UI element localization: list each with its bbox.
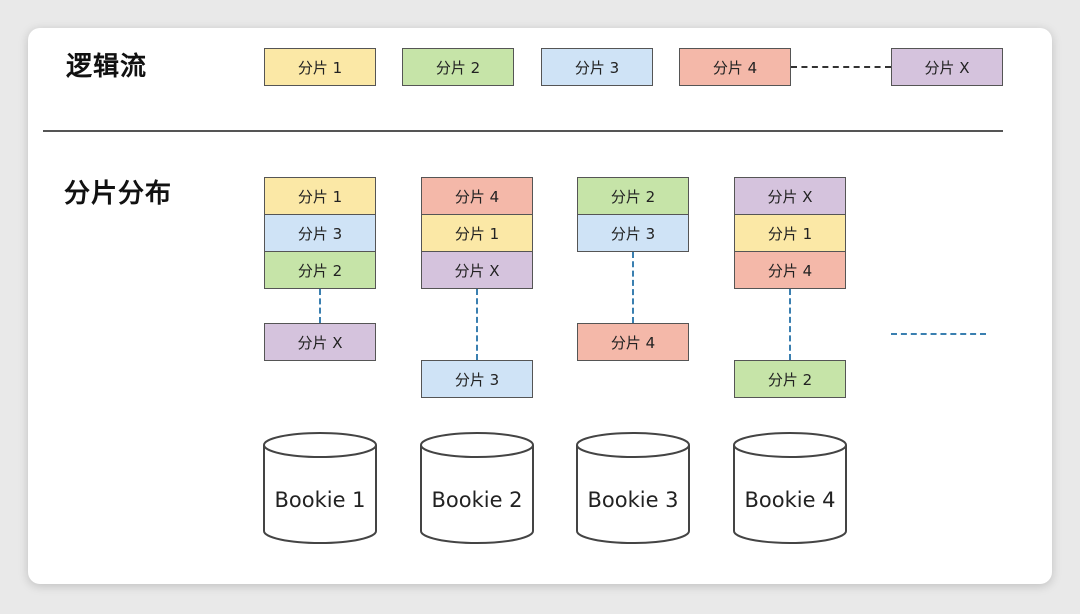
section-divider-right xyxy=(523,130,1003,132)
bookie-label: Bookie 1 xyxy=(274,488,366,512)
bookie-segment: 分片 2 xyxy=(264,251,376,289)
bookie-segment: 分片 4 xyxy=(734,251,846,289)
logical-segment: 分片 4 xyxy=(679,48,791,86)
bookie-tail-segment: 分片 3 xyxy=(421,360,533,398)
logical-ellipsis-connector xyxy=(791,66,891,68)
bookie-storage-icon xyxy=(576,432,690,544)
bookie-segment: 分片 3 xyxy=(577,214,689,252)
bookie-ellipsis-connector xyxy=(789,289,791,360)
bookie-segment: 分片 X xyxy=(421,251,533,289)
bookie-ellipsis-connector xyxy=(632,252,634,323)
bookie-segment: 分片 4 xyxy=(421,177,533,215)
more-bookies-ellipsis xyxy=(891,333,986,335)
bookie-storage-icon xyxy=(733,432,847,544)
bookie-segment: 分片 X xyxy=(734,177,846,215)
logical-segment: 分片 3 xyxy=(541,48,653,86)
bookie-storage-icon xyxy=(263,432,377,544)
bookie-segment: 分片 1 xyxy=(264,177,376,215)
bookie-segment: 分片 1 xyxy=(421,214,533,252)
bookie-tail-segment: 分片 2 xyxy=(734,360,846,398)
bookie-ellipsis-connector xyxy=(319,289,321,323)
logical-segment: 分片 X xyxy=(891,48,1003,86)
distribution-heading: 分片分布 xyxy=(64,179,173,209)
bookie-label: Bookie 2 xyxy=(431,488,523,512)
bookie-segment: 分片 3 xyxy=(264,214,376,252)
logical-stream-heading: 逻辑流 xyxy=(66,52,148,82)
bookie-storage-icon xyxy=(420,432,534,544)
section-divider xyxy=(43,130,523,132)
bookie-tail-segment: 分片 4 xyxy=(577,323,689,361)
bookie-segment: 分片 2 xyxy=(577,177,689,215)
bookie-segment: 分片 1 xyxy=(734,214,846,252)
bookie-ellipsis-connector xyxy=(476,289,478,360)
logical-segment: 分片 2 xyxy=(402,48,514,86)
bookie-label: Bookie 3 xyxy=(587,488,679,512)
bookie-label: Bookie 4 xyxy=(744,488,836,512)
bookie-tail-segment: 分片 X xyxy=(264,323,376,361)
logical-segment: 分片 1 xyxy=(264,48,376,86)
